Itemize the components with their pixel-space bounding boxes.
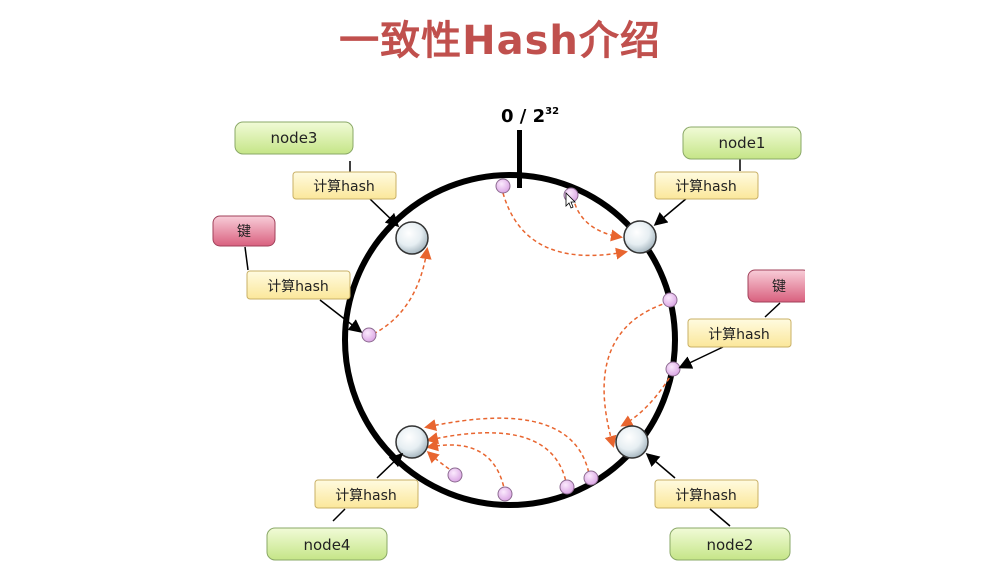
hash-node1-box: 计算hash <box>654 171 759 200</box>
key-right-hash-connector <box>678 346 724 369</box>
key-point <box>559 479 575 495</box>
key-to-node1-arrow-2 <box>572 196 623 242</box>
hash-ring <box>342 172 678 508</box>
node1-hash-connector <box>653 197 688 226</box>
hash-key-left-label: 计算hash <box>267 279 329 295</box>
node3-label: node3 <box>271 129 318 147</box>
hash-node3-box: 计算hash <box>292 171 397 200</box>
hash-ring-svg: 0 / 232 node3 <box>212 106 811 561</box>
hash-node4-box: 计算hash <box>314 479 419 509</box>
key-point <box>665 361 681 377</box>
consistent-hash-diagram: 0 / 232 node3 <box>205 95 811 579</box>
hash-node3-label: 计算hash <box>313 179 375 195</box>
key-to-node4-arrow-3 <box>426 439 506 494</box>
key-to-node3-arrow <box>366 247 432 338</box>
node2-label: node2 <box>707 536 754 554</box>
server-nodes <box>395 220 657 459</box>
key-points <box>361 178 681 502</box>
hash-node4-label: 计算hash <box>335 488 397 504</box>
key-right-label: 键 <box>772 279 786 295</box>
node4-hash-connector <box>376 452 404 479</box>
node1-box: node1 <box>682 126 802 160</box>
node4-label: node4 <box>304 536 351 554</box>
node2-hash-connector <box>645 453 676 479</box>
key-point <box>497 486 513 502</box>
key-left-connector <box>244 246 249 271</box>
key-right-connector <box>764 302 781 318</box>
hash-key-left-box: 计算hash <box>246 270 351 300</box>
key-to-node4-arrow-2 <box>426 432 568 488</box>
node1-label: node1 <box>719 134 766 152</box>
mouse-cursor-icon <box>565 192 576 209</box>
node4-box: node4 <box>266 527 388 561</box>
node2-ball <box>615 425 649 459</box>
key-left-box: 键 <box>212 215 276 247</box>
key-point <box>361 327 377 343</box>
node3-hash-connector <box>369 198 400 228</box>
ring-origin-marker <box>517 130 522 188</box>
hash-node2-label: 计算hash <box>675 488 737 504</box>
key-left-hash-connector <box>319 299 363 333</box>
node2-connector <box>709 508 731 527</box>
hash-node2-box: 计算hash <box>654 479 759 509</box>
node3-box: node3 <box>234 121 354 155</box>
node4-ball <box>395 425 429 459</box>
hash-key-right-label: 计算hash <box>708 327 770 343</box>
key-to-node1-arrow <box>502 192 628 260</box>
key-left-label: 键 <box>237 224 251 240</box>
node3-ball <box>395 221 429 255</box>
ring-origin-label: 0 / 232 <box>501 106 559 127</box>
key-point <box>447 467 463 483</box>
node1-ball <box>623 220 657 254</box>
key-to-node2-arrow <box>603 301 670 448</box>
key-point <box>495 178 511 194</box>
hash-key-right-box: 计算hash <box>687 318 792 348</box>
hash-node1-label: 计算hash <box>675 179 737 195</box>
key-to-node2-arrow-2 <box>620 371 674 427</box>
node4-connector <box>332 508 346 522</box>
key-point <box>583 470 599 486</box>
key-right-box: 键 <box>747 269 811 303</box>
node2-box: node2 <box>669 527 791 561</box>
key-point <box>662 292 678 308</box>
page-title: 一致性Hash介绍 <box>339 18 661 64</box>
